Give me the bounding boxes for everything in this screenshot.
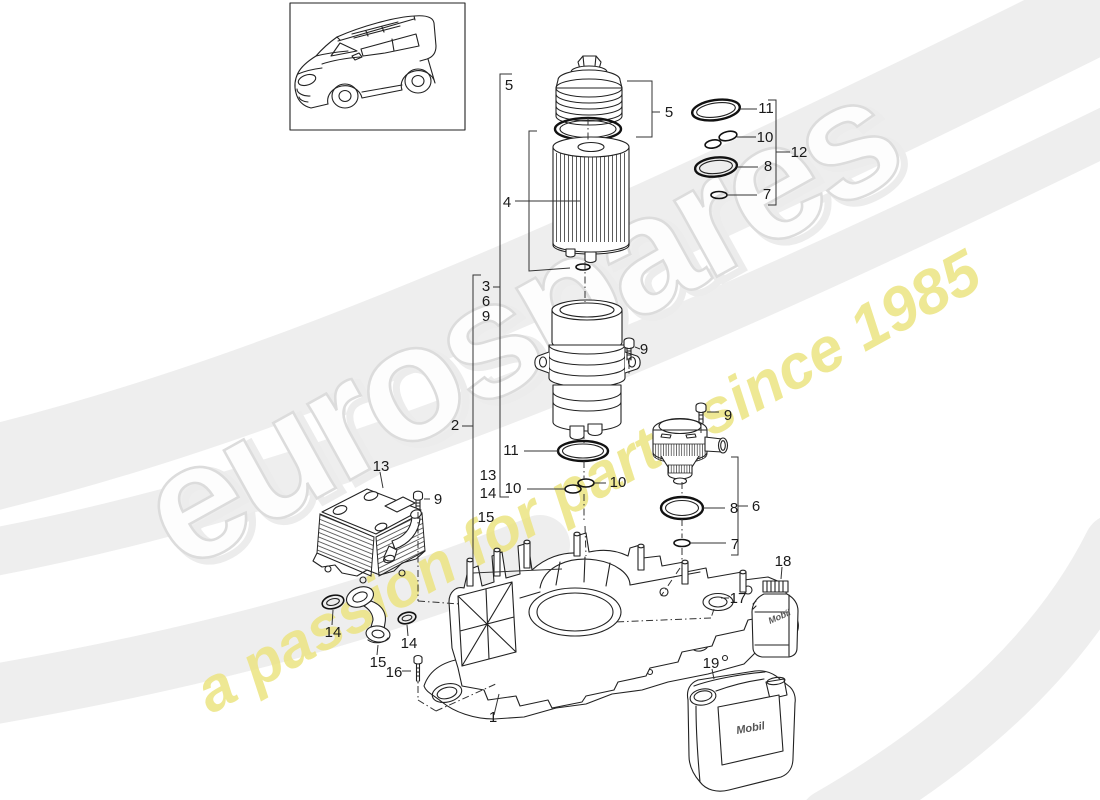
part-label-15[interactable]: 15 [370, 654, 387, 671]
oil-jug-large: Mobil [686, 670, 796, 792]
part-label-14[interactable]: 14 [325, 624, 342, 641]
watermark-swoosh [0, 0, 1100, 510]
part-label-9[interactable]: 9 [724, 407, 732, 424]
part-label-8[interactable]: 8 [764, 158, 772, 175]
oil-bottle-small: Mobil [751, 580, 799, 658]
screw-9-cooler [412, 490, 424, 512]
part-label-5[interactable]: 5 [665, 104, 673, 121]
o-ring-14-left [321, 594, 345, 610]
part-label-14[interactable]: 14 [480, 485, 497, 502]
part-label-6[interactable]: 6 [752, 498, 760, 515]
part-label-18[interactable]: 18 [775, 553, 792, 570]
part-label-17[interactable]: 17 [730, 590, 747, 607]
oil-cooler [312, 488, 426, 584]
seal-kit-rings [690, 98, 742, 200]
watermark-swoosh [806, 517, 1100, 800]
oil-pressure-valve [652, 417, 729, 485]
filter-housing-insert [534, 299, 641, 441]
diagram-art: Mobil Mobil [312, 55, 799, 792]
part-label-10[interactable]: 10 [610, 474, 627, 491]
part-label-8[interactable]: 8 [730, 500, 738, 517]
part-label-9[interactable]: 9 [482, 308, 490, 325]
vehicle-thumbnail [289, 2, 466, 131]
screw-9-valve [695, 402, 707, 426]
part-label-6[interactable]: 6 [482, 293, 490, 310]
part-label-9[interactable]: 9 [434, 491, 442, 508]
seal-pipe-gasket [345, 586, 391, 644]
part-label-7[interactable]: 7 [763, 186, 771, 203]
part-label-7[interactable]: 7 [731, 536, 739, 553]
oil-filter-cap [555, 55, 623, 126]
part-label-11[interactable]: 11 [503, 442, 519, 459]
part-label-15[interactable]: 15 [478, 509, 495, 526]
oil-filter-element [552, 136, 630, 271]
vehicle-box-border [289, 2, 466, 131]
part-label-4[interactable]: 4 [503, 194, 511, 211]
part-label-13[interactable]: 13 [373, 458, 390, 475]
jug-brand-label: Mobil [735, 720, 766, 737]
screw-9-housing [623, 337, 635, 363]
part-label-1[interactable]: 1 [489, 709, 497, 726]
housing-seal-rings [556, 439, 610, 494]
screw-16 [413, 654, 423, 684]
watermark-swoosh [0, 107, 1100, 576]
part-label-13[interactable]: 13 [480, 467, 497, 484]
part-label-11[interactable]: 11 [758, 100, 774, 117]
part-label-10[interactable]: 10 [505, 480, 522, 497]
o-ring-14-right [397, 611, 417, 625]
leader-lines [331, 73, 790, 716]
oil-filter-bracket [423, 531, 799, 720]
part-label-9[interactable]: 9 [640, 341, 648, 358]
cayenne-illustration [294, 15, 437, 109]
cooler-pipe [391, 516, 421, 550]
part-label-19[interactable]: 19 [703, 655, 720, 672]
part-label-10[interactable]: 10 [757, 129, 774, 146]
assembly-axis-lines [417, 118, 715, 712]
part-label-3[interactable]: 3 [482, 278, 490, 295]
part-label-16[interactable]: 16 [386, 664, 403, 681]
housing-studs [466, 531, 747, 593]
part-label-2[interactable]: 2 [451, 417, 459, 434]
part-label-14[interactable]: 14 [401, 635, 418, 652]
jug-label-panel [717, 694, 784, 766]
part-label-5[interactable]: 5 [505, 77, 513, 94]
part-label-12[interactable]: 12 [791, 144, 808, 161]
